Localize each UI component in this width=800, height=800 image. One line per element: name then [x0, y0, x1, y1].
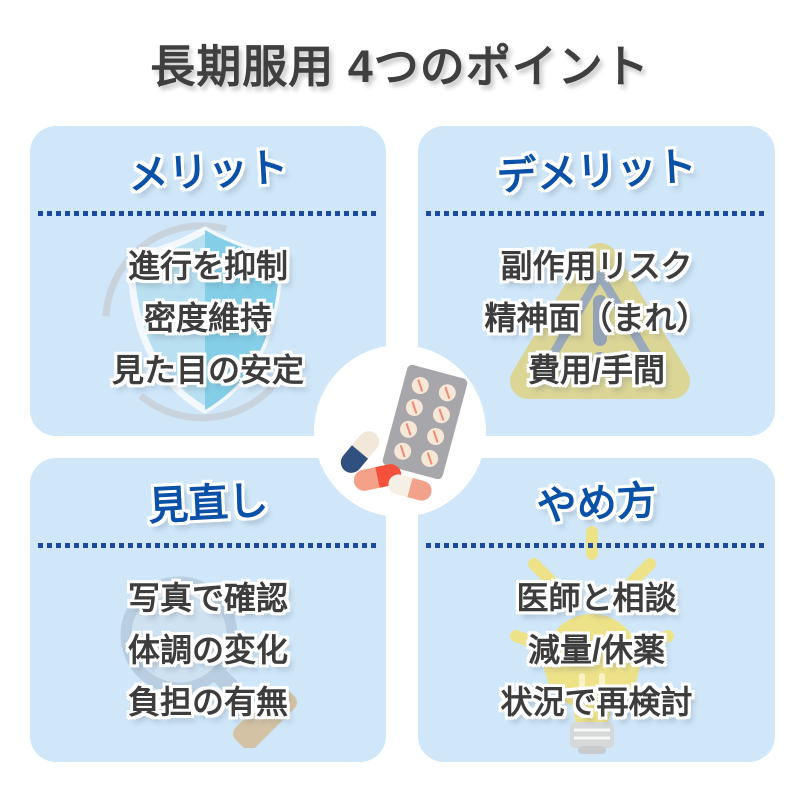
card-items: 進行を抑制 密度維持 見た目の安定: [30, 240, 386, 396]
list-item: 副作用リスク: [500, 248, 693, 284]
list-item: 進行を抑制: [127, 248, 288, 284]
card-merit: メリット 進行を抑制 密度維持 見た目の安定: [30, 126, 386, 436]
list-item: 減量/休薬: [528, 632, 665, 668]
dotted-divider: [426, 543, 767, 548]
list-item: 精神面（まれ）: [484, 300, 709, 336]
card-heading: デメリット: [495, 144, 698, 200]
list-item: 費用/手間: [528, 352, 665, 388]
magnifier-icon: [120, 576, 298, 748]
list-item: 写真で確認: [127, 580, 288, 616]
dotted-divider: [38, 211, 378, 216]
page-title: 長期服用 4つのポイント: [150, 41, 650, 92]
dotted-divider: [38, 543, 378, 548]
card-review: 見直し 写真で確認 体調の変化 負担の有無: [30, 458, 386, 762]
lightbulb-icon: [510, 526, 674, 754]
pills-illustration-icon: [340, 364, 468, 501]
card-items: 写真で確認 体調の変化 負担の有無: [30, 572, 386, 728]
list-item: 密度維持: [143, 300, 272, 336]
list-item: 状況で再検討: [500, 684, 693, 720]
card-items: 副作用リスク 精神面（まれ） 費用/手間: [418, 240, 775, 396]
list-item: 見た目の安定: [111, 352, 304, 388]
center-illustration-circle: [314, 345, 486, 517]
list-item: 体調の変化: [127, 632, 288, 668]
list-item: 負担の有無: [127, 684, 288, 720]
list-item: 医師と相談: [516, 580, 677, 616]
shield-icon: [102, 222, 302, 422]
card-how-to-quit: やめ方 医師と相談 減量/休薬 状況で再検討: [418, 458, 775, 762]
card-demerit: デメリット 副作用リスク 精神面（まれ） 費用/手間: [418, 126, 775, 436]
card-heading: メリット: [127, 145, 290, 199]
dotted-divider: [426, 211, 767, 216]
card-items: 医師と相談 減量/休薬 状況で再検討: [418, 572, 775, 728]
warning-triangle-icon: [510, 243, 690, 399]
